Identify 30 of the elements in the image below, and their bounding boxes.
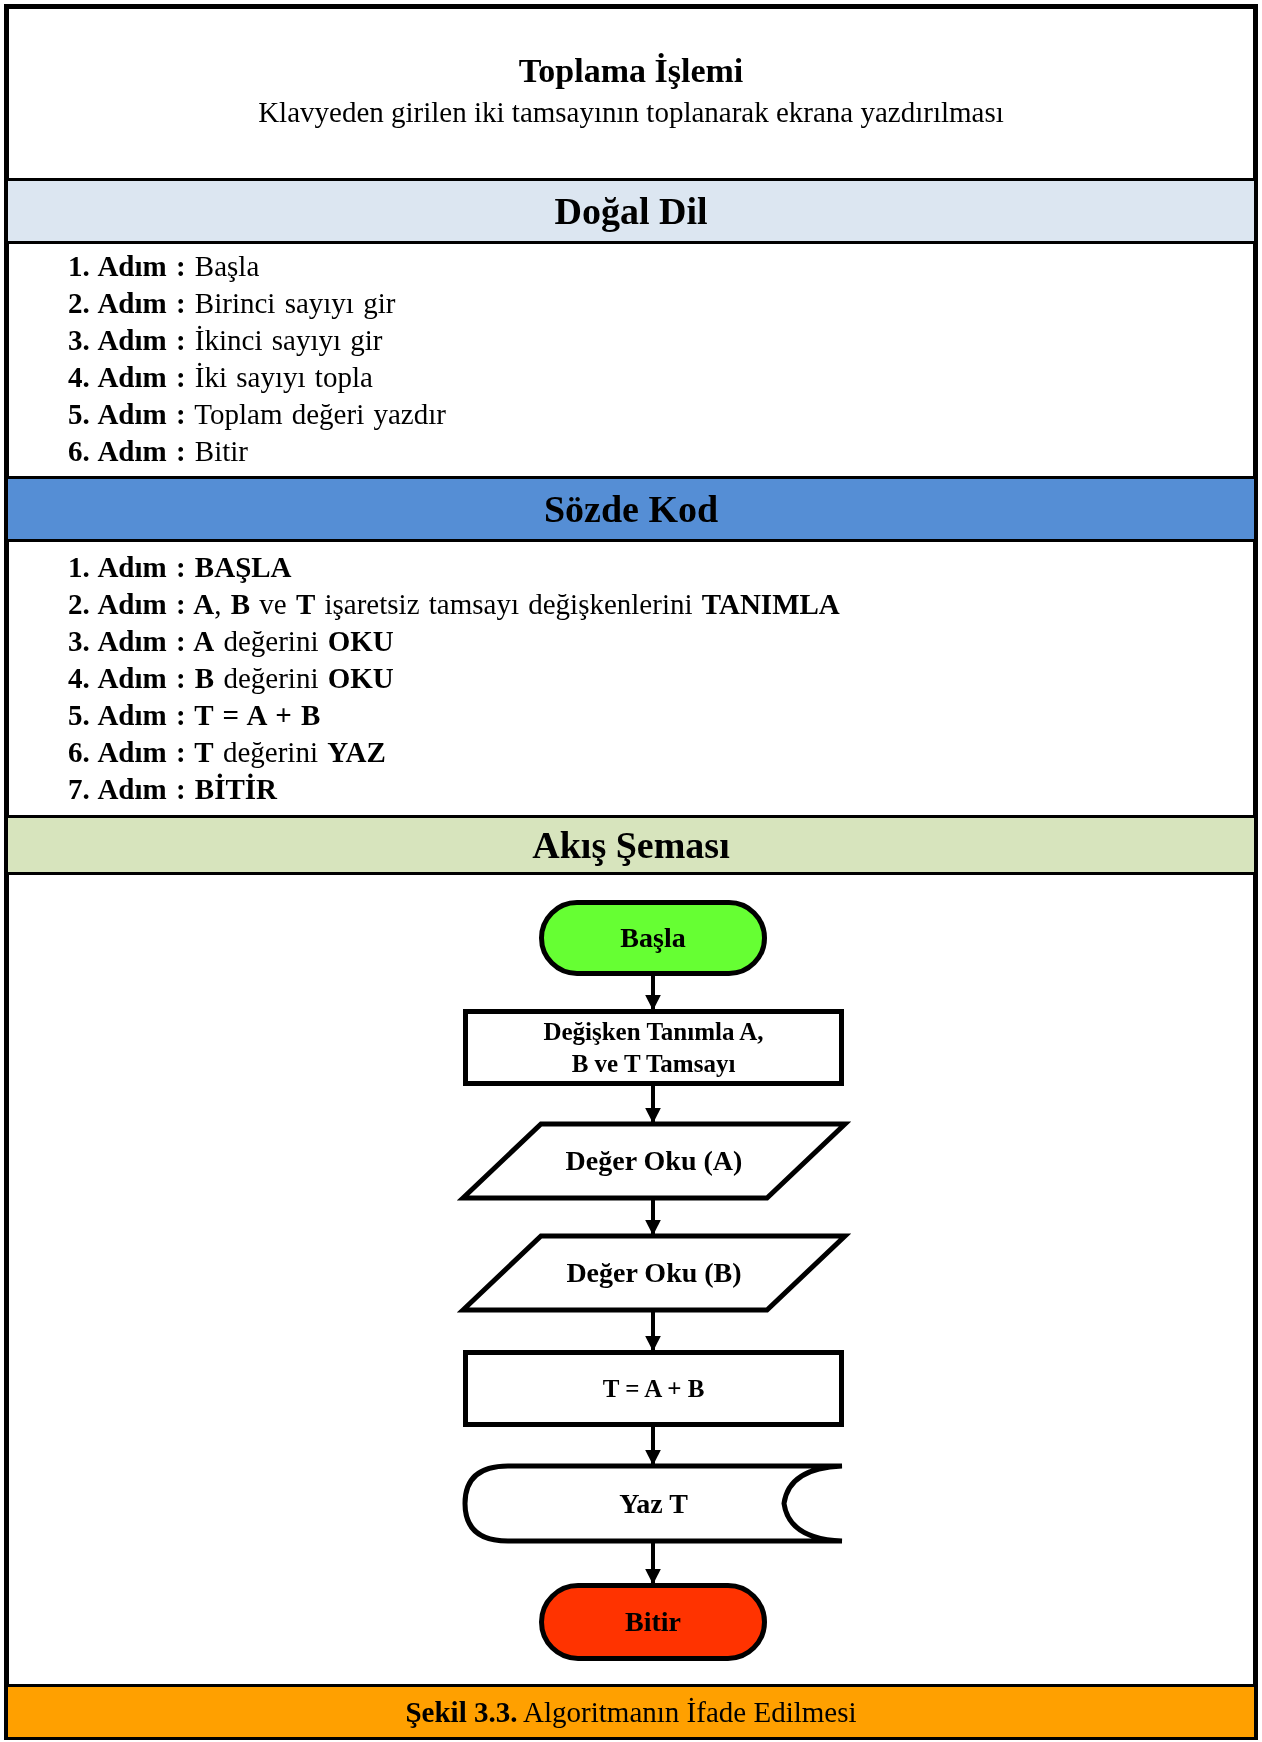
title: Toplama İşlemi	[517, 52, 745, 90]
section-header-band: Akış Şeması	[8, 815, 1254, 875]
caption-band: Şekil 3.3. Algoritmanın İfade Edilmesi	[8, 1684, 1254, 1737]
step-line: 3. Adım : İkinci sayıyı gir	[68, 324, 383, 357]
step-line: 5. Adım : Toplam değeri yazdır	[68, 398, 446, 431]
section-header-band: Sözde Kod	[8, 476, 1254, 542]
arrow	[645, 1543, 661, 1585]
step-line: 7. Adım : BİTİR	[68, 773, 278, 806]
step-line: 4. Adım : İki sayıyı topla	[68, 361, 373, 394]
process-box: T = A + B	[463, 1350, 844, 1427]
arrow	[645, 1200, 661, 1236]
step-line: 6. Adım : Bitir	[68, 435, 248, 468]
arrow	[645, 976, 661, 1011]
subtitle: Klavyeden girilen iki tamsayının toplanarak ekrana yazdırılması	[257, 96, 1005, 129]
arrow	[645, 1312, 661, 1352]
step-line: 1. Adım : Başla	[68, 250, 260, 283]
section-header-band: Doğal Dil	[8, 178, 1254, 244]
step-line: 2. Adım : A, B ve T işaretsiz tamsayı değişkenlerini TANIMLA	[68, 588, 840, 621]
terminal-shape: Başla	[539, 900, 767, 976]
step-line: 5. Adım : T = A + B	[68, 699, 321, 732]
process-box: Değişken Tanımla A, B ve T Tamsayı	[463, 1009, 844, 1086]
step-line: 1. Adım : BAŞLA	[68, 551, 292, 584]
display-shape: Yaz T	[463, 1464, 844, 1543]
arrow	[645, 1427, 661, 1466]
step-line: 2. Adım : Birinci sayıyı gir	[68, 287, 396, 320]
step-line: 3. Adım : A değerini OKU	[68, 625, 394, 658]
step-line: 4. Adım : B değerini OKU	[68, 662, 394, 695]
terminal-shape: Bitir	[539, 1583, 767, 1661]
arrow	[645, 1086, 661, 1124]
step-line: 6. Adım : T değerini YAZ	[68, 736, 386, 769]
